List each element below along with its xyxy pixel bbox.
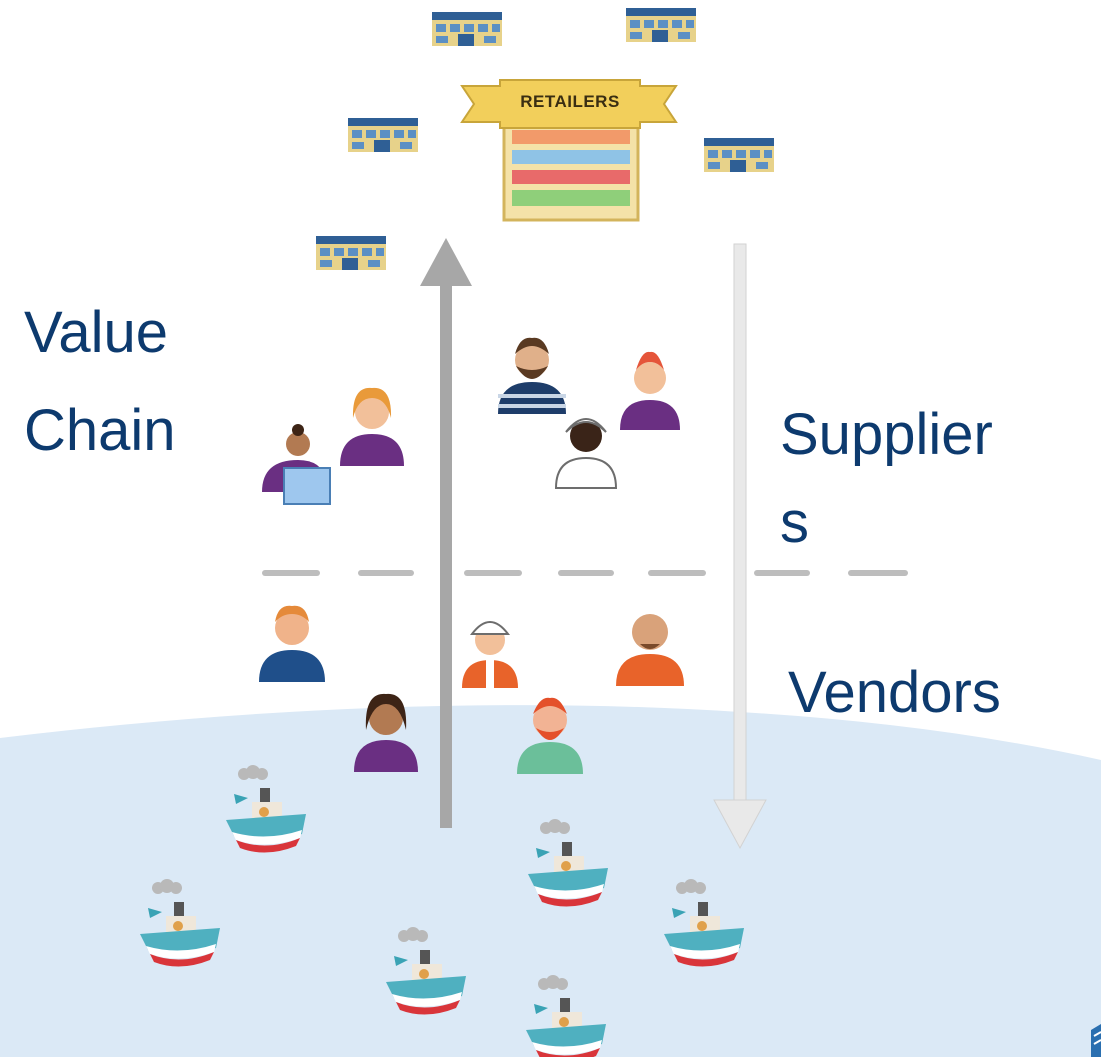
suppliers-label-line1: Supplier <box>780 402 993 467</box>
person-icon <box>259 605 325 682</box>
store-icon <box>348 118 418 152</box>
value-chain-label-line1: Value <box>24 300 169 365</box>
value-chain-label-line2: Chain <box>24 398 176 463</box>
retailers-banner <box>460 79 678 129</box>
person-icon <box>620 351 680 430</box>
retailers-shop-icon <box>460 79 678 222</box>
arrow-down-icon <box>713 243 767 850</box>
vendors-label: Vendors <box>788 660 1001 725</box>
divider-line <box>262 570 908 576</box>
person-icon <box>461 621 519 689</box>
store-icon <box>626 8 696 42</box>
person-icon <box>498 337 566 414</box>
logo-fragment <box>1091 1024 1101 1057</box>
laptop-icon <box>283 467 331 505</box>
arrow-up-icon <box>420 238 472 828</box>
suppliers-label-line2: s <box>780 490 809 555</box>
person-icon <box>555 418 617 489</box>
retailers-banner-text: RETAILERS <box>520 92 620 111</box>
store-icon <box>432 12 502 46</box>
person-icon <box>616 614 684 686</box>
store-icon <box>316 236 386 270</box>
person-icon <box>340 387 404 466</box>
person-laptop-icon <box>262 424 331 505</box>
store-icon <box>704 138 774 172</box>
